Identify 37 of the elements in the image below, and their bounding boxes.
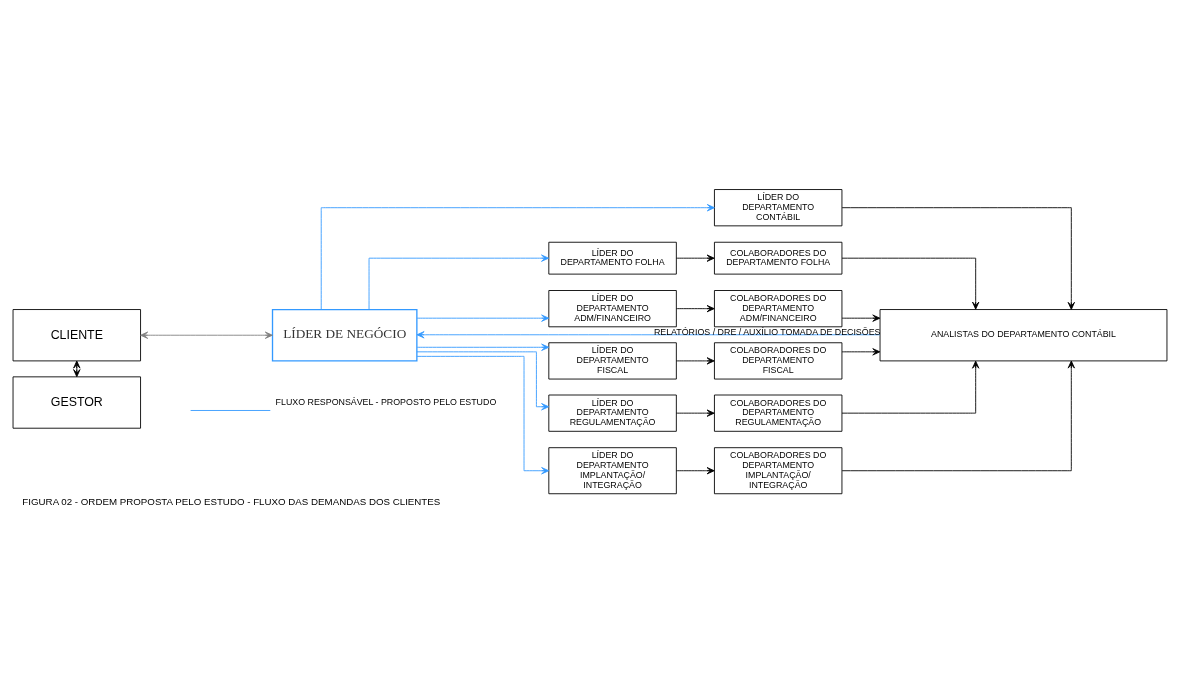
node-box: LÍDER DO DEPARTAMENTO CONTÁBIL xyxy=(714,188,843,226)
arrow xyxy=(416,355,550,474)
arrow xyxy=(675,466,715,474)
arrow xyxy=(675,304,715,312)
node-box: ANALISTAS DO DEPARTAMENTO CONTÁBIL xyxy=(879,308,1168,361)
node-box: COLABORADORES DO DEPARTAMENTO ADM/FINANCEIRO xyxy=(714,289,843,327)
arrow xyxy=(841,257,980,310)
caption: FIGURA 02 - ORDEM PROPOSTA PELO ESTUDO - FLUXO DAS DEMANDAS DOS CLIENTES xyxy=(22,495,441,507)
node-box: GESTOR xyxy=(12,375,141,429)
arrow xyxy=(368,254,550,310)
arrow xyxy=(416,350,550,410)
arrow xyxy=(416,314,550,322)
node-box: LÍDER DO DEPARTAMENTO IMPLANTAÇÃO/ INTEGRAÇÃO xyxy=(548,446,677,494)
arrow xyxy=(841,314,881,322)
node-box: CLIENTE xyxy=(12,308,141,361)
arrow xyxy=(841,206,1075,310)
edge-label: RELATÓRIOS / DRE / AUXÍLIO TOMADA DE DECISÕES xyxy=(653,326,881,337)
arrow xyxy=(841,360,1075,471)
arrow xyxy=(841,347,881,355)
arrow xyxy=(841,360,980,414)
node-box: LÍDER DO DEPARTAMENTO FOLHA xyxy=(548,241,677,275)
node-box: COLABORADORES DO DEPARTAMENTO REGULAMENTAÇÃO xyxy=(714,394,843,432)
arrow xyxy=(675,356,715,365)
node-box: COLABORADORES DO DEPARTAMENTO FISCAL xyxy=(714,341,843,379)
node-box: LÍDER DO DEPARTAMENTO ADM/FINANCEIRO xyxy=(548,289,677,327)
node-box: COLABORADORES DO DEPARTAMENTO FOLHA xyxy=(714,241,843,275)
arrow xyxy=(675,409,715,417)
arrow xyxy=(416,343,550,351)
arrow xyxy=(73,360,81,377)
arrow xyxy=(675,254,715,262)
node-box: LÍDER DO DEPARTAMENTO FISCAL xyxy=(548,341,677,379)
node-box: LÍDER DO DEPARTAMENTO REGULAMENTAÇÃO xyxy=(548,394,677,432)
node-box: COLABORADORES DO DEPARTAMENTO IMPLANTAÇÃO/ INTEGRAÇÃO xyxy=(714,446,843,494)
node-box: LÍDER DE NEGÓCIO xyxy=(271,308,418,362)
arrow xyxy=(320,203,715,310)
arrow xyxy=(140,331,273,339)
legend-label: FLUXO RESPONSÁVEL - PROPOSTO PELO ESTUDO xyxy=(275,396,497,407)
